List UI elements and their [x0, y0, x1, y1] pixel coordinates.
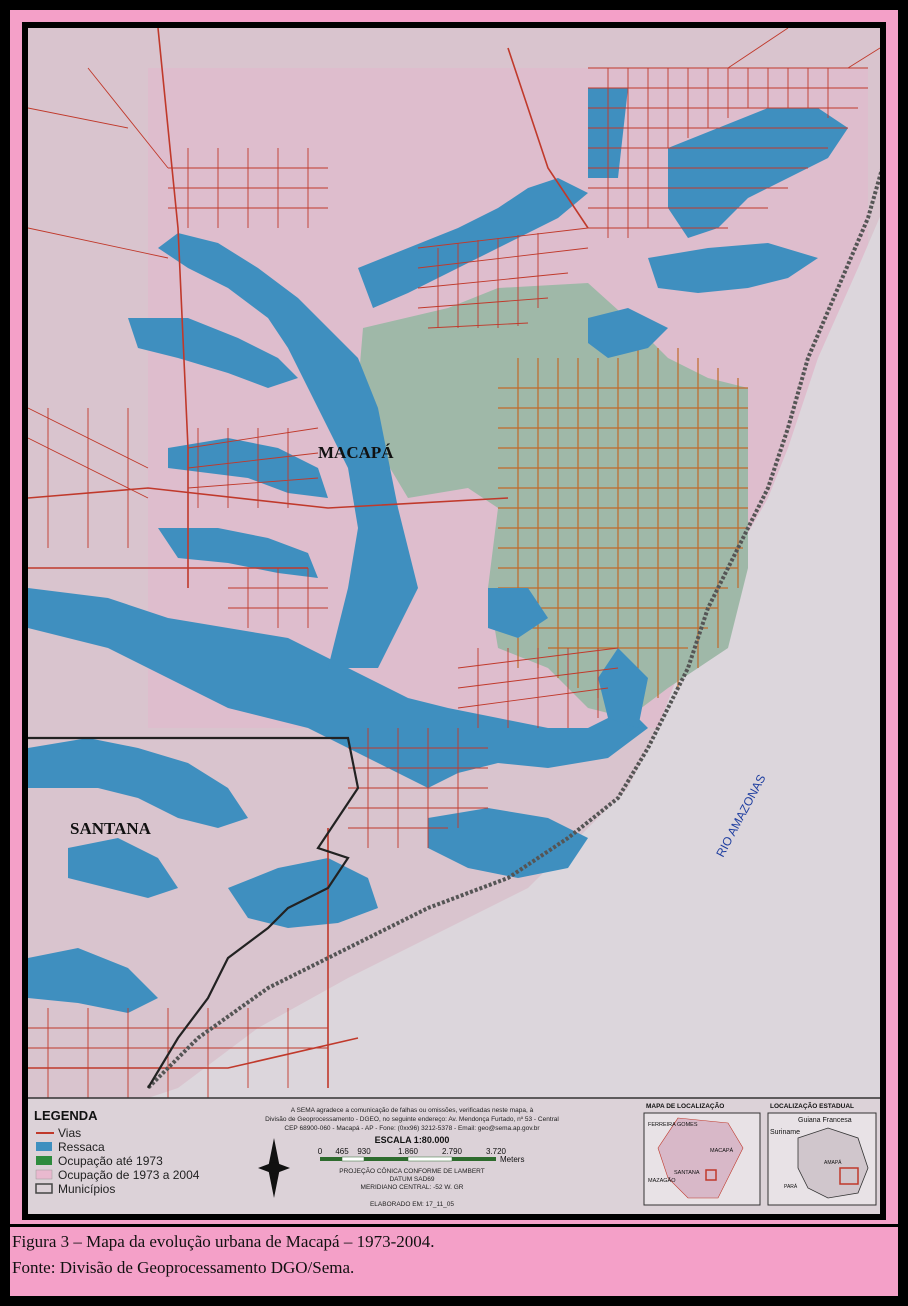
- scale-tick: 0: [318, 1147, 323, 1156]
- inset-state-title: LOCALIZAÇÃO ESTADUAL: [770, 1101, 854, 1110]
- credits-line-2: Divisão de Geoprocessamento - DGEO, no s…: [265, 1116, 559, 1123]
- inset-label: MAZAGÃO: [648, 1177, 676, 1184]
- inset-label: PARÁ: [784, 1183, 798, 1190]
- label-macapa: MACAPÁ: [318, 443, 394, 462]
- credits-line-1: A SEMA agradece a comunicação de falhas …: [291, 1107, 534, 1114]
- legend-swatch-municipios: [35, 1183, 53, 1194]
- scale-tick: 1.860: [398, 1147, 419, 1156]
- municipal-boundary: [28, 736, 360, 1089]
- legend-title: LEGENDA: [34, 1108, 98, 1123]
- legend-item-municipios: Municípios: [58, 1182, 115, 1196]
- inset-location-title: MAPA DE LOCALIZAÇÃO: [646, 1101, 724, 1110]
- inset-location-marker: [705, 1169, 717, 1181]
- scale-tick: 465: [335, 1147, 349, 1156]
- old-street-grid: [498, 348, 748, 708]
- scale-tick: 3.720: [486, 1147, 507, 1156]
- ressaca-water-network: [28, 88, 848, 1013]
- figure-source: Fonte: Divisão de Geoprocessamento DGO/S…: [12, 1258, 355, 1277]
- label-santana: SANTANA: [70, 819, 152, 838]
- elaborated-date: ELABORADO EM: 17_11_05: [370, 1201, 454, 1208]
- projection-line-2: DATUM SAD69: [389, 1176, 434, 1183]
- legend-item-ressaca: Ressaca: [58, 1140, 105, 1154]
- inset-label: FERREIRA GOMES: [648, 1122, 698, 1128]
- scale-tick-labels: 0 465 930 1.860 2.790 3.720: [318, 1147, 507, 1156]
- caption-divider: [10, 1224, 898, 1227]
- scale-title: ESCALA 1:80.000: [375, 1135, 450, 1145]
- credits-line-3: CEP 68900-060 - Macapá - AP - Fone: (0xx…: [284, 1125, 540, 1132]
- legend-item-ocupacao-1973-2004: Ocupação de 1973 a 2004: [58, 1168, 200, 1182]
- inset-state-map: LOCALIZAÇÃO ESTADUAL Guiana Francesa Sur…: [767, 1101, 877, 1206]
- legend-swatch-ocupacao-1973-2004: [35, 1169, 53, 1180]
- inset-location-map: MAPA DE LOCALIZAÇÃO FERREIRA GOMES MACAP…: [643, 1101, 761, 1206]
- inset-state-marker: [839, 1167, 859, 1185]
- scale-bar: [320, 1156, 496, 1162]
- map-border: MACAPÁ SANTANA RIO AMAZONAS LEGENDA Vias…: [22, 22, 886, 1220]
- inset-label: Suriname: [770, 1129, 800, 1136]
- scale-tick: 930: [357, 1147, 371, 1156]
- projection-line-1: PROJEÇÃO CÔNICA CONFORME DE LAMBERT: [339, 1166, 484, 1175]
- legend-item-ocupacao-ate-1973: Ocupação até 1973: [58, 1154, 163, 1168]
- north-arrow-icon: [258, 1138, 290, 1198]
- coastline: [146, 168, 880, 1090]
- inset-label: SANTANA: [674, 1170, 700, 1176]
- legend-panel: LEGENDA Vias Ressaca Ocupação até 1973 O…: [28, 1097, 880, 1214]
- urban-evolution-map: MACAPÁ SANTANA RIO AMAZONAS LEGENDA Vias…: [28, 28, 880, 1214]
- projection-line-3: MERIDIANO CENTRAL: -52 W. GR: [361, 1184, 464, 1191]
- scale-tick: 2.790: [442, 1147, 463, 1156]
- river-area: [148, 128, 880, 1098]
- inset-label: Guiana Francesa: [798, 1117, 852, 1124]
- inset-label: MACAPÁ: [710, 1147, 734, 1154]
- scale-unit: Meters: [500, 1155, 524, 1164]
- legend-item-vias: Vias: [58, 1126, 81, 1140]
- legend-swatch-ocupacao-ate-1973: [36, 1156, 52, 1165]
- occupation-until-1973: [358, 283, 748, 718]
- main-roads: [28, 28, 589, 1088]
- map-canvas: MACAPÁ SANTANA RIO AMAZONAS LEGENDA Vias…: [28, 28, 880, 1214]
- legend-swatch-ressaca: [36, 1142, 52, 1151]
- inset-label: AMAPÁ: [824, 1159, 842, 1166]
- figure-caption: Figura 3 – Mapa da evolução urbana de Ma…: [12, 1232, 435, 1251]
